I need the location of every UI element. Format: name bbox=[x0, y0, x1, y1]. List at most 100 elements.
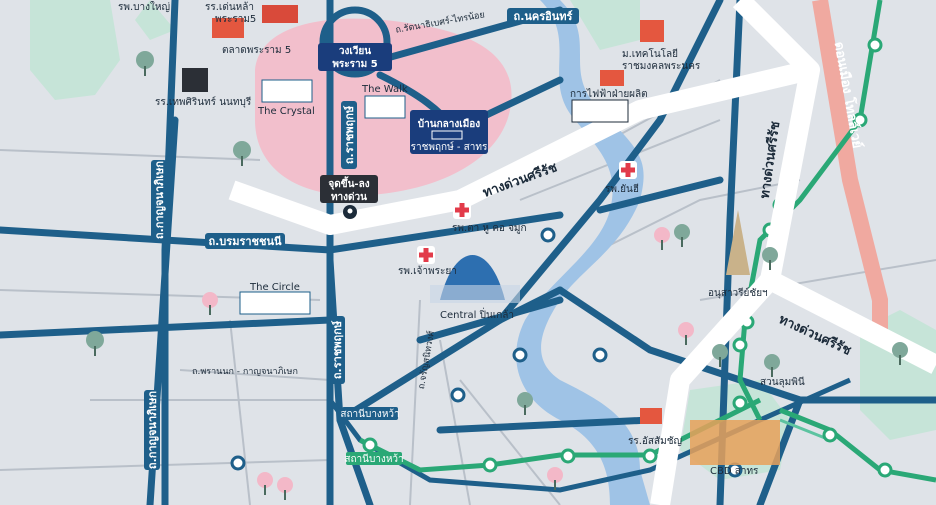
road-ratchaphruek-bottom: ถ.ราชพฤกษ์ bbox=[331, 320, 344, 379]
tree-icon bbox=[762, 247, 778, 270]
tree-icon bbox=[892, 342, 908, 365]
tree-icon bbox=[136, 51, 154, 76]
label-eye-hospital: รพ.ตา หู คอ จมูก bbox=[452, 223, 527, 234]
hospital-icon bbox=[417, 246, 435, 264]
roundabout-label-1: วงเวียน bbox=[339, 45, 371, 57]
station[interactable] bbox=[592, 347, 608, 363]
station[interactable] bbox=[642, 448, 658, 464]
victory-monument-icon bbox=[726, 210, 750, 275]
station-tags: สถานีบางหว้า สถานีบางหว้า bbox=[340, 407, 404, 465]
label-chaophraya: รพ.เจ้าพระยา bbox=[398, 265, 457, 277]
station[interactable] bbox=[540, 227, 556, 243]
hospital-icon bbox=[619, 161, 637, 179]
crystal-icon bbox=[261, 79, 313, 103]
expressway-entry-1: จุดขึ้น-ลง bbox=[328, 176, 369, 190]
expressway-entry-2: ทางด่วน bbox=[331, 191, 367, 203]
label-circle: The Circle bbox=[249, 282, 300, 293]
location-pin-dot bbox=[347, 208, 353, 214]
tree-icon bbox=[257, 472, 273, 495]
expressway-entry-box bbox=[320, 175, 378, 203]
station[interactable] bbox=[732, 337, 748, 353]
stations-green bbox=[362, 37, 893, 478]
park-small bbox=[135, 0, 175, 40]
project-box[interactable] bbox=[410, 110, 488, 154]
tree-icon bbox=[712, 344, 728, 367]
station[interactable] bbox=[560, 448, 576, 464]
label-denla-school: รร.เด่นหล้า bbox=[205, 1, 254, 13]
sirat-expressway bbox=[228, 0, 936, 505]
circle-mall-icon bbox=[239, 291, 311, 315]
road-kanchanaphisek-top: ถ.กาญจนาภิเษก bbox=[153, 161, 166, 239]
stations-blue bbox=[230, 227, 743, 478]
tree-icon bbox=[233, 141, 251, 166]
label-yanhee: รพ.ยันฮี bbox=[605, 183, 639, 195]
station[interactable] bbox=[732, 395, 748, 411]
label-victory: อนุสาวรีย์ชัยฯ bbox=[708, 287, 768, 299]
tree-icon bbox=[654, 227, 670, 250]
station[interactable] bbox=[822, 427, 838, 443]
roundabout-rama5 bbox=[319, 6, 391, 78]
park-top-mid bbox=[570, 0, 640, 50]
rail-line-light bbox=[779, 418, 831, 442]
station[interactable] bbox=[362, 437, 378, 453]
tree-icon bbox=[517, 392, 533, 415]
poi-icons bbox=[182, 5, 780, 465]
label-assumption: รร.อัสสัมชัญ bbox=[628, 436, 682, 447]
university-icon bbox=[640, 20, 664, 42]
label-denla-school-2: พระราม5 bbox=[215, 14, 256, 25]
tree-icon bbox=[277, 477, 293, 500]
place-labels: รพ.บางใหญ่ รร.เด่นหล้า พระราม5 ตลาดพระรา… bbox=[118, 1, 805, 477]
label-thepsirin: รร.เทพศิรินทร์ นนทบุรี bbox=[155, 96, 252, 108]
market-icon bbox=[262, 5, 298, 23]
project-name: บ้านกลางเมือง bbox=[418, 118, 480, 130]
label-suanluang: สวนลุมพินี bbox=[760, 376, 805, 388]
station[interactable] bbox=[482, 457, 498, 473]
central-base bbox=[430, 285, 520, 303]
trees bbox=[86, 51, 908, 500]
label-bangwa-2: สถานีบางหว้า bbox=[344, 453, 403, 465]
station[interactable] bbox=[877, 462, 893, 478]
tree-icon bbox=[547, 467, 563, 490]
project-sub: ราชพฤกษ์ - สาทร bbox=[411, 141, 488, 153]
cbd-buildings-icon bbox=[690, 420, 780, 465]
road-borommaratchachonnani: ถ.บรมราชชนนี bbox=[208, 235, 282, 248]
label-crystal: The Crystal bbox=[257, 106, 315, 117]
don-mueang-tollway bbox=[812, 0, 888, 340]
label-market: ตลาดพระราม 5 bbox=[222, 45, 291, 56]
roundabout-label-2: พระราม 5 bbox=[332, 59, 377, 70]
station[interactable] bbox=[512, 347, 528, 363]
egat-icon bbox=[571, 99, 629, 123]
station[interactable] bbox=[852, 112, 868, 128]
label-bangyai-hospital: รพ.บางใหญ่ bbox=[118, 1, 170, 13]
label-walk: The Walk bbox=[361, 84, 408, 95]
label-bangwa-1: สถานีบางหว้า bbox=[340, 408, 399, 420]
road-kanchanaphisek-bottom: ถ.กาญจนาภิเษก bbox=[146, 391, 159, 469]
station[interactable] bbox=[450, 387, 466, 403]
tree-icon bbox=[86, 331, 104, 356]
chao-phraya-river bbox=[516, 0, 650, 505]
station[interactable] bbox=[867, 37, 883, 53]
station[interactable] bbox=[230, 455, 246, 471]
park-top-left bbox=[30, 0, 120, 100]
tree-icon bbox=[764, 354, 780, 377]
roundabout-label-bg bbox=[318, 43, 392, 71]
hospital-icons bbox=[417, 161, 637, 264]
label-cbd: CBD สาทร bbox=[710, 466, 759, 477]
assumption-icon bbox=[640, 408, 662, 424]
school-thepsirin-icon bbox=[182, 68, 208, 92]
label-egat: การไฟฟ้าฝ่ายผลิต bbox=[570, 88, 648, 100]
road-phran-nok: ถ.พรานนก - กาญจนาภิเษก bbox=[192, 366, 298, 377]
road-ratchaphruek-top: ถ.ราชพฤกษ์ bbox=[343, 105, 356, 164]
project-logo-icon bbox=[431, 130, 463, 140]
label-rmutp-1: ม.เทคโนโลยี bbox=[622, 47, 678, 60]
tree-icon bbox=[674, 224, 690, 247]
label-central: Central ปิ่นเกล้า bbox=[440, 307, 514, 321]
tree-icon bbox=[678, 322, 694, 345]
school-icon bbox=[212, 18, 244, 38]
label-rmutp-2: ราชมงคลพระนคร bbox=[622, 61, 701, 72]
hospital-icon bbox=[453, 201, 471, 219]
building-icon bbox=[600, 70, 624, 86]
road-nakhon-in: ถ.นครอินทร์ bbox=[514, 10, 573, 23]
